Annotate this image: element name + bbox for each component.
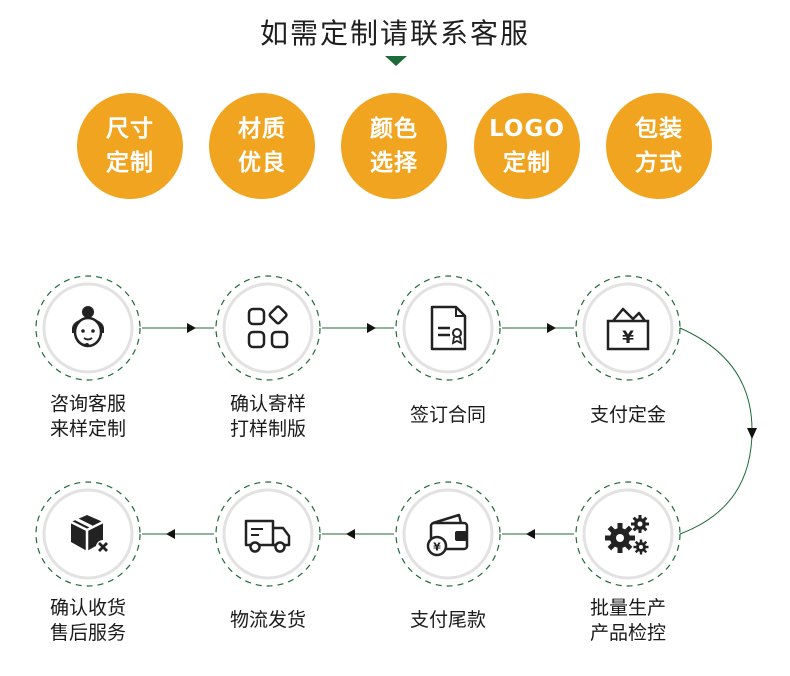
feature-line2: 优良 xyxy=(238,150,286,176)
step-label-line2: 售后服务 xyxy=(49,622,126,644)
step-label-line2: 来样定制 xyxy=(49,418,126,440)
grid-apps-icon xyxy=(247,305,289,349)
feature-line2: 定制 xyxy=(503,150,551,176)
step-deposit-node: ¥ xyxy=(572,272,684,384)
page-title: 如需定制请联系客服 xyxy=(259,17,530,50)
arrow-right-icon xyxy=(187,323,196,333)
contract-icon xyxy=(430,305,467,351)
feature-line2: 定制 xyxy=(106,150,154,176)
step-production-node xyxy=(572,478,684,590)
step-label-consult: 咨询客服 来样定制 xyxy=(8,392,168,442)
wallet-icon: ¥ xyxy=(426,513,469,557)
box-check-icon xyxy=(70,515,110,554)
arrow-left-icon xyxy=(166,529,175,539)
step-label-sample: 确认寄样 打样制版 xyxy=(188,392,348,442)
title-triangle-icon xyxy=(385,56,407,66)
svg-text:¥: ¥ xyxy=(433,541,441,554)
feature-size-custom: 尺寸 定制 xyxy=(77,93,183,199)
feature-material: 材质 优良 xyxy=(209,93,315,199)
svg-text:¥: ¥ xyxy=(622,328,634,348)
feature-line1: 尺寸 xyxy=(106,116,154,142)
truck-icon xyxy=(244,519,291,553)
step-shipping-node xyxy=(212,478,324,590)
arrow-right-icon xyxy=(367,323,376,333)
feature-line1: LOGO xyxy=(489,116,565,142)
feature-line1: 材质 xyxy=(238,116,286,142)
feature-line1: 包装 xyxy=(635,116,683,142)
feature-color: 颜色 选择 xyxy=(341,93,447,199)
feature-line2: 方式 xyxy=(635,150,683,176)
step-contract-node xyxy=(392,272,504,384)
step-label-line1: 物流发货 xyxy=(229,609,306,631)
step-label-line2: 打样制版 xyxy=(229,418,306,440)
step-label-final-payment: 支付尾款 xyxy=(368,608,528,633)
deposit-icon: ¥ xyxy=(606,307,650,351)
step-final-payment-node: ¥ xyxy=(392,478,504,590)
step-sample-node xyxy=(212,272,324,384)
step-label-line1: 确认寄样 xyxy=(229,393,306,415)
step-label-receive: 确认收货 售后服务 xyxy=(8,596,168,646)
step-label-line1: 签订合同 xyxy=(409,404,486,426)
step-label-line1: 批量生产 xyxy=(589,597,666,619)
step-consult-node xyxy=(32,272,144,384)
gears-icon xyxy=(605,515,649,555)
arrow-left-icon xyxy=(346,529,355,539)
step-label-line1: 确认收货 xyxy=(49,597,126,619)
feature-packaging: 包装 方式 xyxy=(606,93,712,199)
step-label-line1: 支付定金 xyxy=(589,404,666,426)
step-label-line1: 支付尾款 xyxy=(409,609,486,631)
step-label-deposit: 支付定金 xyxy=(548,403,708,428)
arrow-down-icon xyxy=(747,428,757,439)
customer-service-icon xyxy=(72,306,104,348)
feature-logo: LOGO 定制 xyxy=(474,93,580,199)
arrow-left-icon xyxy=(526,529,535,539)
step-label-contract: 签订合同 xyxy=(368,403,528,428)
feature-line2: 选择 xyxy=(370,150,418,176)
feature-line1: 颜色 xyxy=(370,116,418,142)
step-label-line2: 产品检控 xyxy=(589,622,666,644)
arrow-right-icon xyxy=(547,323,556,333)
step-label-line1: 咨询客服 xyxy=(49,393,126,415)
step-label-production: 批量生产 产品检控 xyxy=(548,596,708,646)
step-receive-node xyxy=(32,478,144,590)
step-label-shipping: 物流发货 xyxy=(188,608,348,633)
